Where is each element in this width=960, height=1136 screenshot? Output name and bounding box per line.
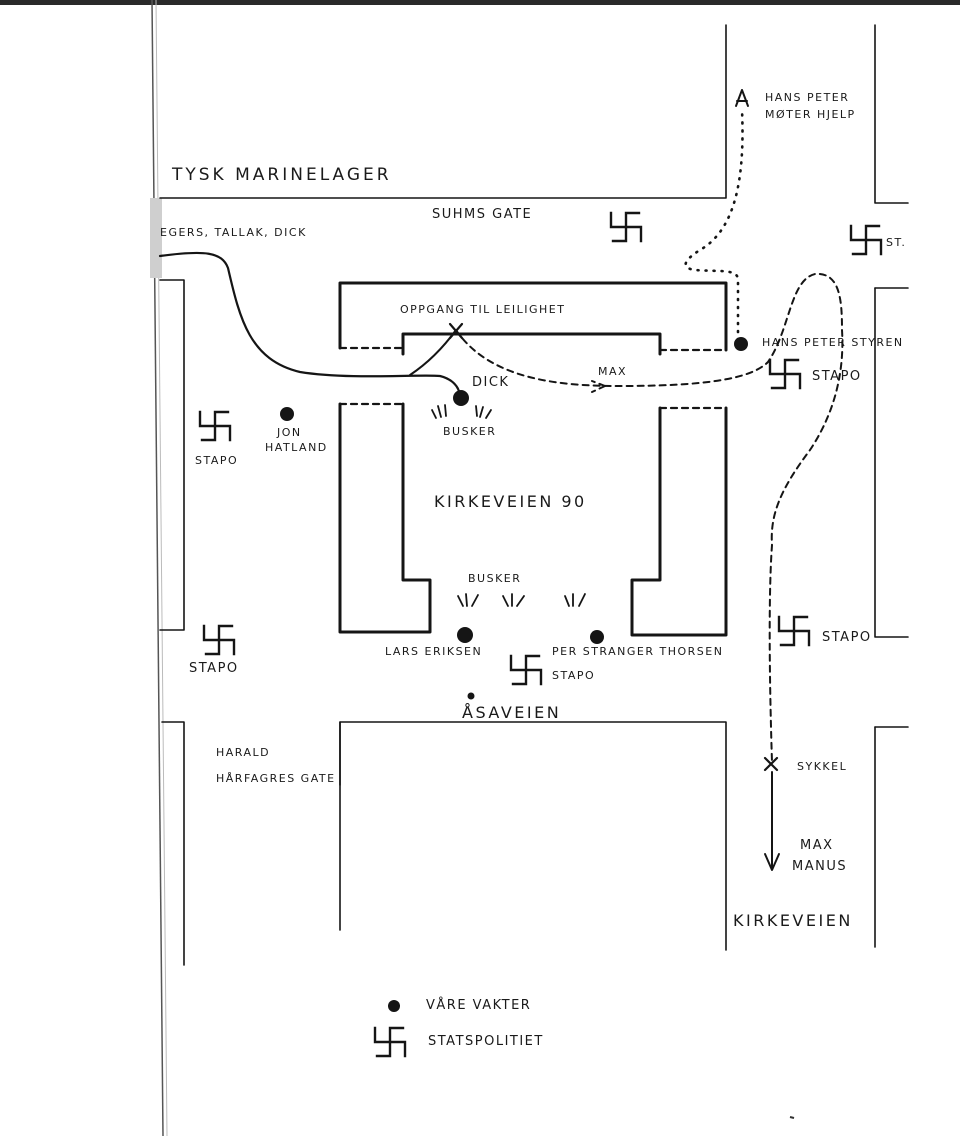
bushes-bottom-label: BUSKER xyxy=(468,572,521,585)
x-marks xyxy=(448,322,779,772)
building-label: KIRKEVEIEN 90 xyxy=(434,492,587,511)
stapo-right-lower-label: STAPO xyxy=(822,630,872,645)
route-hans-peter-arrow xyxy=(735,89,749,107)
guard-marker xyxy=(467,692,475,700)
street-blocks xyxy=(159,24,909,966)
max-manus-label-1: MAX xyxy=(800,838,834,853)
stapo-right-upper-label: STAPO xyxy=(812,369,862,384)
stairway-label: OPPGANG TIL LEILIGHET xyxy=(400,303,565,316)
hans-peter-help-label-2: MØTER HJELP xyxy=(765,108,856,121)
asaveien-label: ÅSAVEIEN xyxy=(462,703,561,722)
sykkel-label: SYKKEL xyxy=(797,760,847,773)
stapo-left-upper-label: STAPO xyxy=(195,454,238,467)
guard-markers xyxy=(280,337,748,700)
harald-label-1: HARALD xyxy=(216,746,270,759)
route-solid-stair xyxy=(409,329,457,376)
guard-marker xyxy=(280,407,294,421)
st-right-label: ST. xyxy=(886,236,906,249)
map-legend: VÅRE VAKTER STATSPOLITIET xyxy=(388,997,544,1049)
jon-label-1: JON xyxy=(276,426,302,439)
paper-speck xyxy=(789,1116,795,1119)
dick-label: DICK xyxy=(472,375,509,390)
max-label: MAX xyxy=(598,365,627,378)
marine-depot-label: TYSK MARINELAGER xyxy=(171,165,392,185)
swastika-icon xyxy=(202,624,236,656)
stapo-center-label: STAPO xyxy=(552,669,595,682)
guard-marker xyxy=(453,390,469,406)
hans-peter-help-label-1: HANS PETER xyxy=(765,91,849,104)
max-manus-label-2: MANUS xyxy=(792,859,847,874)
route-max-manus-exit xyxy=(764,771,780,871)
map-labels: TYSK MARINELAGER SUHMS GATE EGERS, TALLA… xyxy=(160,91,906,930)
swastika-icon xyxy=(777,615,811,647)
swastika-icon xyxy=(373,1026,407,1058)
top-left-names-label: EGERS, TALLAK, DICK xyxy=(160,226,307,239)
suhms-gate-label: SUHMS GATE xyxy=(432,207,532,222)
bushes xyxy=(431,404,586,607)
swastika-icon xyxy=(609,211,643,243)
building-outline xyxy=(338,281,728,637)
per-label: PER STRANGER THORSEN xyxy=(552,645,723,658)
lars-label: LARS ERIKSEN xyxy=(385,645,482,658)
stairway-x-mark xyxy=(448,322,464,340)
legend-police-label: STATSPOLITIET xyxy=(428,1034,544,1049)
legend-guard-marker xyxy=(388,1000,400,1012)
route-solid-entry xyxy=(158,251,461,400)
swastika-icon xyxy=(849,224,883,256)
swastika-icon xyxy=(768,358,802,390)
building-gaps xyxy=(338,346,728,410)
stapo-left-lower-label: STAPO xyxy=(189,661,239,676)
harald-label-2: HÅRFAGRES GATE xyxy=(216,772,336,785)
route-max-escape xyxy=(455,272,844,763)
guard-marker xyxy=(734,337,748,351)
route-hans-peter xyxy=(684,108,744,342)
jon-label-2: HATLAND xyxy=(265,441,328,454)
kirkeveien-label: KIRKEVEIEN xyxy=(733,911,853,930)
bushes-top-label: BUSKER xyxy=(443,425,496,438)
guard-marker xyxy=(457,627,473,643)
hans-peter-styren-label: HANS PETER STYREN xyxy=(762,336,904,349)
swastika-icon xyxy=(509,654,543,686)
swastika-icon xyxy=(198,410,232,442)
legend-guards-label: VÅRE VAKTER xyxy=(426,997,531,1013)
sykkel-x-mark xyxy=(763,756,779,772)
route-max-arrow xyxy=(591,380,606,393)
guard-marker xyxy=(590,630,604,644)
